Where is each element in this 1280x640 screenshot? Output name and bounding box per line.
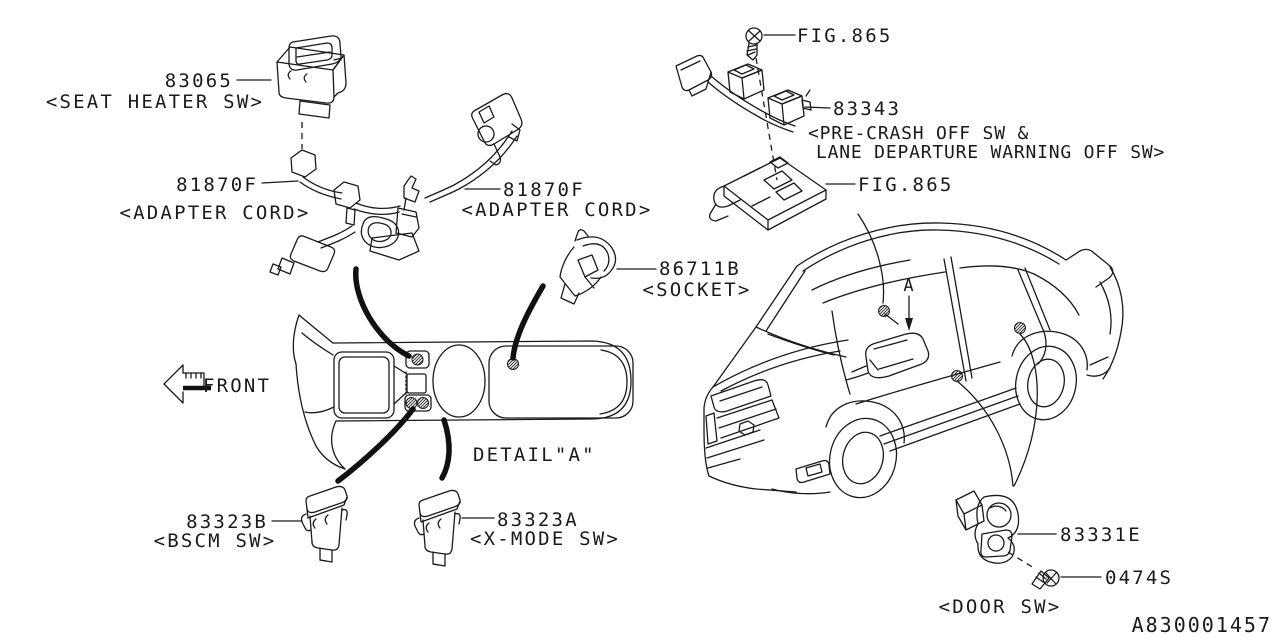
part-label-adapter-cord-left: <ADAPTER CORD> [120,202,311,224]
socket-drawing [559,229,617,305]
part-label-adapter-cord-right: <ADAPTER CORD> [462,199,653,221]
part-code-fig865-bracket: FIG.865 [858,174,953,196]
seat-heater-switch-drawing [276,35,347,119]
part-label-xmode-sw: <X-MODE SW> [470,528,620,550]
part-code-81870F-right: 81870F [503,179,585,201]
leader-line-81870F-left [261,180,299,184]
part-code-83323A: 83323A [497,509,579,531]
part-code-83331E: 83331E [1060,524,1142,546]
part-code-0474S: 0474S [1105,567,1173,589]
leader-line-83343 [804,106,831,109]
diagram-id: A830001457 [1132,613,1272,637]
console-detail-drawing [292,314,634,470]
part-label-seat-heater-sw: <SEAT HEATER SW> [46,91,264,113]
part-label-bscm-sw: <BSCM SW> [154,530,277,552]
front-label: FRONT [203,375,271,397]
part-label-precrash-line2: LANE DEPARTURE WARNING OFF SW> [816,142,1165,163]
part-code-83343: 83343 [833,98,901,120]
door-screw-drawing [1031,569,1060,590]
part-code-86711B: 86711B [659,258,741,280]
section-marker-label: A [903,276,914,296]
thick-leader-lines [335,266,546,484]
part-code-83323B: 83323B [186,511,268,533]
part-label-door-sw: <DOOR SW> [939,596,1062,618]
screw-fig865-drawing [745,27,763,61]
part-code-81870F-left: 81870F [176,174,258,196]
precrash-switch-assembly-drawing [675,54,812,181]
adapter-cord-right-drawing [424,92,523,203]
part-code-83065: 83065 [165,70,233,92]
detail-a-label: DETAIL"A" [473,444,596,466]
car-drawing [703,213,1124,499]
part-code-fig865-screw: FIG.865 [797,25,892,47]
part-label-socket: <SOCKET> [642,279,751,301]
bscm-switch-drawing [300,485,348,563]
xmode-switch-drawing [413,489,461,567]
adapter-cord-left-drawing [269,122,420,276]
section-a-marker: A [903,276,914,331]
bracket-fig865-drawing [708,156,827,231]
front-direction-arrow [163,364,211,404]
door-switch-drawing [955,490,1035,569]
part-label-precrash-line1: <PRE-CRASH OFF SW & [808,123,1029,144]
